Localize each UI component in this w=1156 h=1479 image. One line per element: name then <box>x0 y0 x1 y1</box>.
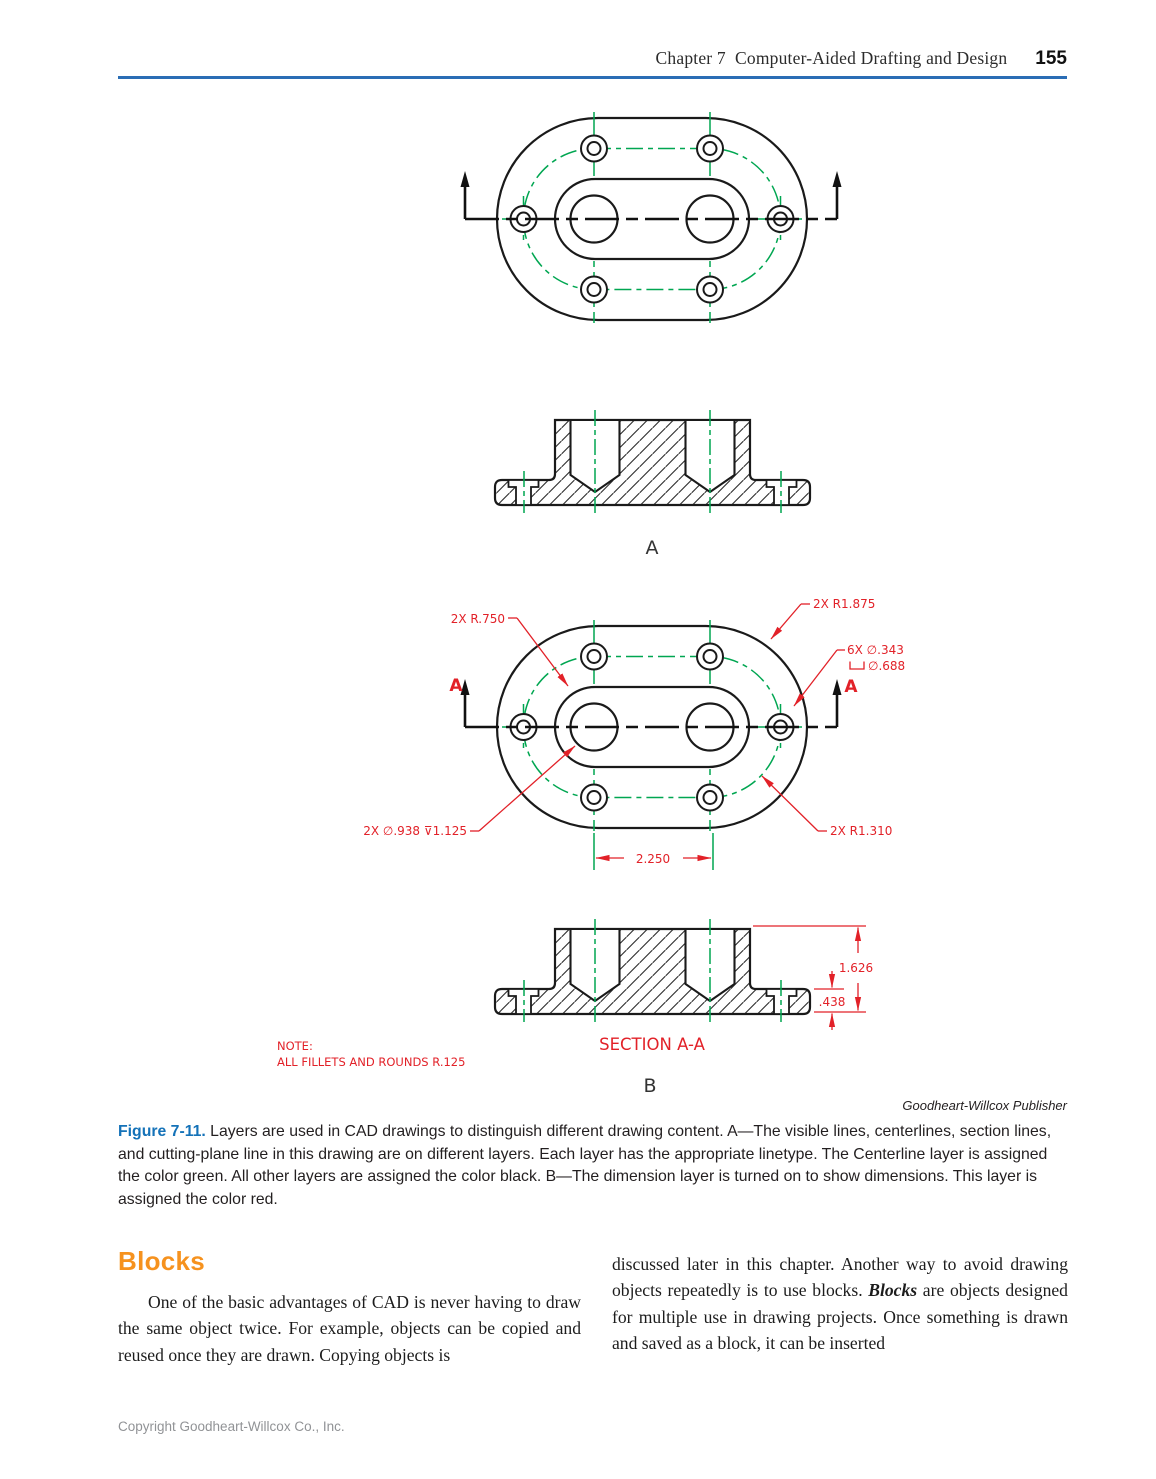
dim-radius-outer: 2X R1.875 <box>813 597 875 611</box>
dim-hole-spacing: 2.250 <box>636 852 670 866</box>
dim-height-flange: .438 <box>819 995 846 1009</box>
dimension-layer: A A 2X R.750 2X R1.875 6X ∅.343 ∅.688 2X… <box>277 597 905 1069</box>
page-number: 155 <box>1035 48 1067 69</box>
leader-lines <box>470 603 845 832</box>
page-header: Chapter 7 Computer-Aided Drafting and De… <box>118 48 1067 70</box>
top-view-b <box>459 618 843 833</box>
body-column-right: discussed later in this chapter. Another… <box>612 1251 1068 1357</box>
top-view-a <box>459 110 843 325</box>
dim-radius-inner: 2X R.750 <box>451 612 505 626</box>
note-line-1: NOTE: <box>277 1039 313 1053</box>
note-line-2: ALL FILLETS AND ROUNDS R.125 <box>277 1055 465 1069</box>
section-title: SECTION A-A <box>599 1035 705 1054</box>
section-view-b <box>493 917 812 1024</box>
dim-hole-spacing-group: 2.250 <box>593 833 714 870</box>
dim-heights-group <box>753 925 866 1030</box>
section-heading-blocks: Blocks <box>118 1246 206 1276</box>
dim-height-total: 1.626 <box>839 961 873 975</box>
copyright-footer: Copyright Goodheart-Willcox Co., Inc. <box>118 1419 345 1434</box>
body-right-term: Blocks <box>868 1280 918 1301</box>
dim-blind-hole: 2X ∅.938 ⊽1.125 <box>363 824 467 838</box>
publisher-credit: Goodheart-Willcox Publisher <box>902 1098 1067 1113</box>
figure-caption-lead: Figure 7-11. <box>118 1123 206 1140</box>
view-label-b: B <box>643 1075 656 1097</box>
view-label-a: A <box>646 537 659 559</box>
cutting-plane-label-right: A <box>844 677 858 697</box>
dim-hole-callout-2: ∅.688 <box>868 659 905 673</box>
figure-caption: Figure 7-11. Layers are used in CAD draw… <box>118 1121 1068 1212</box>
section-view-a <box>493 408 812 515</box>
chapter-title: Chapter 7 Computer-Aided Drafting and De… <box>655 48 1008 68</box>
figure-caption-text: Layers are used in CAD drawings to disti… <box>118 1123 1052 1209</box>
body-column-left: One of the basic advantages of CAD is ne… <box>118 1292 581 1365</box>
counterbore-icon <box>849 661 865 670</box>
dim-hole-callout-1: 6X ∅.343 <box>847 643 904 657</box>
header-rule <box>118 76 1067 79</box>
body-right-post: are objects designed for multiple use in… <box>612 1280 1068 1354</box>
dim-radius-bolt-arc: 2X R1.310 <box>830 824 892 838</box>
body-right-pre: discussed later in this chapter. Another… <box>612 1254 1068 1301</box>
cutting-plane-label-left: A <box>449 676 463 696</box>
